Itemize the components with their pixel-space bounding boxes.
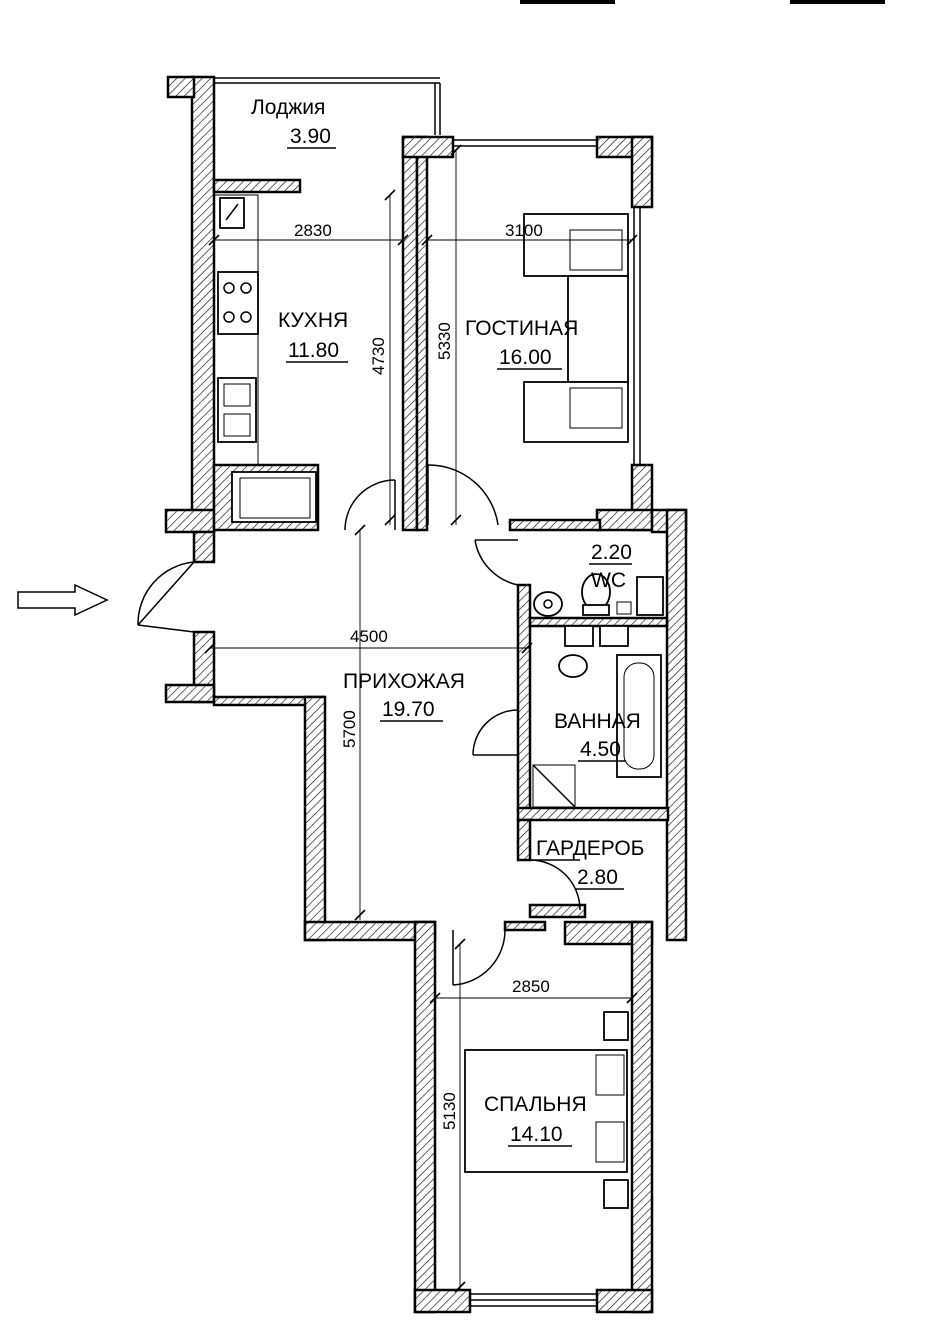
entrance-arrow-icon — [17, 583, 109, 617]
living-furniture — [523, 213, 629, 443]
hall-name: ПРИХОЖАЯ — [343, 670, 465, 693]
doors — [137, 464, 581, 986]
kitchen-depth-label: 4730 — [369, 337, 388, 375]
bedroom-area: 14.10 — [510, 1123, 563, 1146]
living-width-label: 3100 — [505, 221, 543, 240]
windows — [214, 77, 641, 1307]
kitchen-area: 11.80 — [288, 339, 339, 362]
bedroom-name: СПАЛЬНЯ — [484, 1093, 587, 1116]
bath-fixtures — [532, 625, 662, 808]
living-area: 16.00 — [499, 346, 552, 369]
bath-area: 4.50 — [580, 738, 621, 761]
bedroom-furniture — [464, 1011, 629, 1209]
loggia-name: Лоджия — [251, 96, 325, 119]
wc-name: WC — [591, 569, 626, 592]
bedroom-depth-label: 5130 — [440, 1092, 459, 1130]
loggia-area: 3.90 — [290, 125, 331, 148]
living-name: ГОСТИНАЯ — [465, 317, 578, 340]
wardrobe-area: 2.80 — [577, 866, 618, 889]
hall-depth-label: 5700 — [340, 710, 359, 748]
hall-area: 19.70 — [382, 698, 435, 721]
bath-name: ВАННАЯ — [554, 710, 641, 733]
dimension-lines — [204, 144, 638, 1293]
hall-width-label: 4500 — [350, 627, 388, 646]
wc-area: 2.20 — [591, 541, 632, 564]
kitchen-width-label: 2830 — [294, 221, 332, 240]
bedroom-width-label: 2850 — [512, 977, 550, 996]
kitchen-furniture — [213, 194, 317, 523]
walls — [164, 75, 688, 1314]
header-marks — [520, 0, 885, 4]
kitchen-name: КУХНЯ — [278, 309, 348, 332]
wardrobe-name: ГАРДЕРОБ — [536, 837, 644, 860]
living-depth-label: 5330 — [435, 322, 454, 360]
wc-fixtures — [533, 573, 664, 617]
